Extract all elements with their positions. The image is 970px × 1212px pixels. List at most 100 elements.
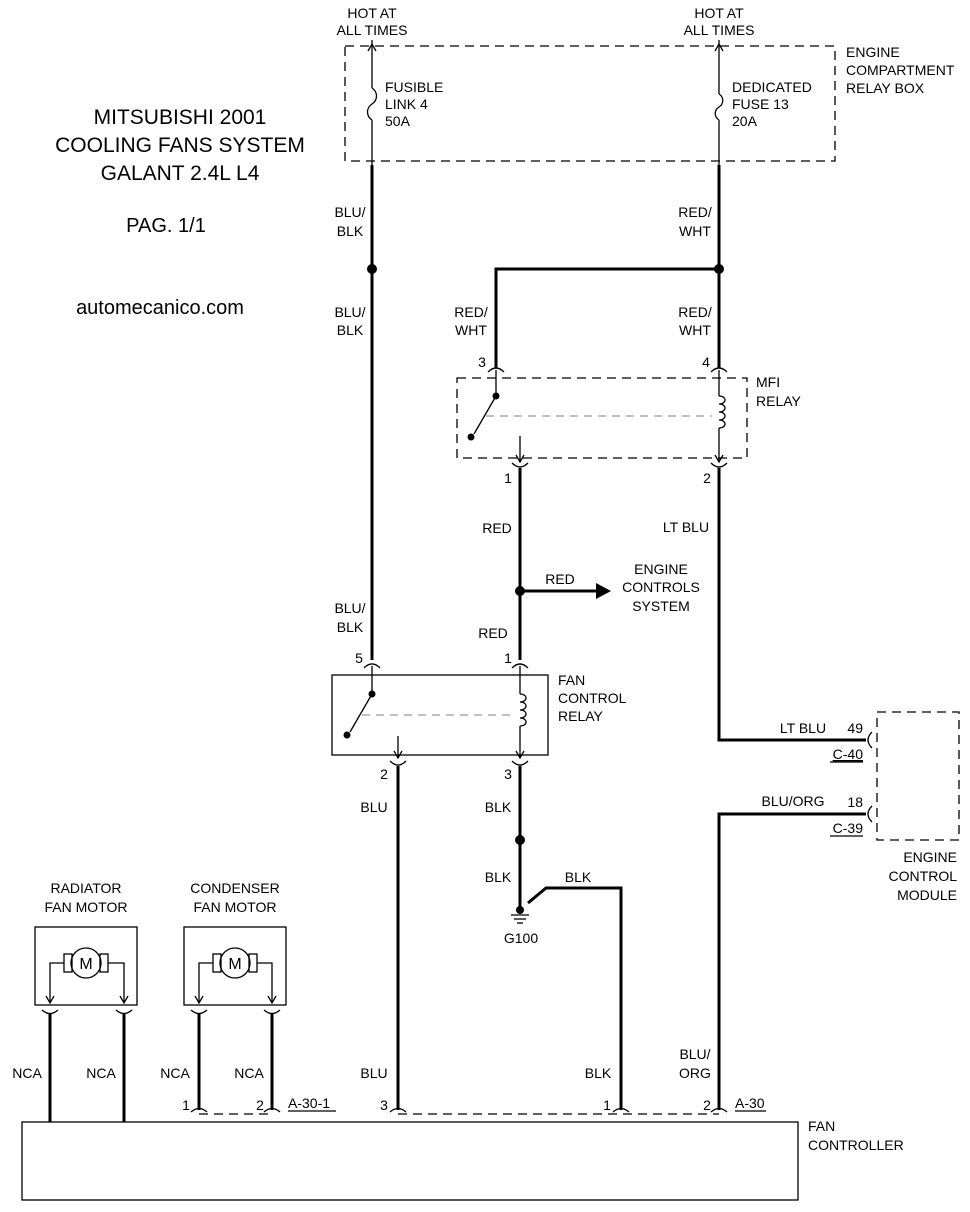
ecm-label-1: ENGINE bbox=[903, 849, 957, 865]
motor-icon bbox=[219, 947, 251, 979]
ecm-label-2: CONTROL bbox=[889, 868, 958, 884]
arrow-icon bbox=[515, 750, 525, 760]
arrow-icon bbox=[714, 42, 724, 52]
wire-blu-org: BLU/ORG BLU/ ORG bbox=[679, 793, 866, 1110]
connector-icon bbox=[389, 1107, 407, 1113]
wire-label: ORG bbox=[679, 1065, 711, 1081]
connector-icon bbox=[389, 760, 407, 766]
title-line-1: MITSUBISHI 2001 bbox=[94, 106, 267, 129]
wire-label: NCA bbox=[12, 1065, 42, 1081]
wire-label: WHT bbox=[679, 223, 711, 239]
pin-number: 1 bbox=[182, 1097, 190, 1113]
fan-controller: 1 2 A-30-1 3 1 2 A-30 FAN CONTROLLER bbox=[21, 1095, 904, 1201]
fan-controller-outline bbox=[21, 1121, 799, 1201]
engine-control-module: 49 C-40 18 C-39 ENGINE CONTROL MODULE bbox=[830, 711, 960, 903]
arrow-icon bbox=[119, 995, 129, 1005]
relay-box-label-3: RELAY BOX bbox=[846, 80, 925, 96]
connector-icon bbox=[511, 663, 529, 669]
ecm-label-3: MODULE bbox=[897, 887, 957, 903]
wire-label: RED bbox=[482, 520, 512, 536]
connector-icon bbox=[867, 805, 873, 823]
pin-number: 18 bbox=[847, 794, 863, 810]
fusible-link-icon bbox=[366, 87, 378, 121]
site-name: automecanico.com bbox=[76, 297, 244, 319]
arrow-icon bbox=[367, 42, 377, 52]
connector-icon bbox=[710, 367, 728, 373]
wire-label: BLK bbox=[485, 869, 512, 885]
relay-coil-icon bbox=[718, 395, 726, 429]
wire-label: BLU bbox=[360, 799, 387, 815]
motor-icon bbox=[70, 947, 102, 979]
wire-blu: BLU BLU bbox=[360, 766, 400, 1110]
arrow-icon bbox=[267, 995, 277, 1005]
condenser-motor-label-1: CONDENSER bbox=[190, 880, 279, 896]
hot-right-label-2: ALL TIMES bbox=[684, 22, 755, 38]
fan-controller-label-2: CONTROLLER bbox=[808, 1137, 904, 1153]
arrow-icon bbox=[194, 995, 204, 1005]
pin-number: 1 bbox=[504, 470, 512, 486]
connector-icon bbox=[41, 1009, 59, 1015]
engine-controls-label-2: CONTROLS bbox=[622, 579, 700, 595]
connector-icon bbox=[190, 1107, 208, 1113]
connector-id: C-40 bbox=[833, 746, 864, 762]
wire-label: RED/ bbox=[454, 304, 488, 320]
arrow-icon bbox=[714, 454, 724, 464]
fuse-left-label-2: LINK 4 bbox=[385, 96, 428, 112]
mfi-relay-outline bbox=[456, 377, 748, 459]
mfi-relay-label-1: MFI bbox=[756, 374, 780, 390]
wire-label: LT BLU bbox=[663, 519, 709, 535]
connector-icon bbox=[263, 1009, 281, 1015]
page-number: PAG. 1/1 bbox=[126, 215, 206, 237]
radiator-motor-label-1: RADIATOR bbox=[50, 880, 121, 896]
connector-icon bbox=[710, 1107, 728, 1113]
fuse-left-label-3: 50A bbox=[385, 113, 411, 129]
wire-label: BLU/ bbox=[334, 204, 365, 220]
pin-number: 1 bbox=[603, 1097, 611, 1113]
wire-blk-ground: BLK BLK BLK BLK G100 bbox=[485, 766, 623, 1110]
wire-label: RED bbox=[478, 625, 508, 641]
wire-label: RED/ bbox=[678, 304, 712, 320]
connector-icon bbox=[115, 1009, 133, 1015]
wire-red: RED RED RED ENGINE CONTROLS SYSTEM bbox=[478, 468, 700, 660]
switch-contact-icon bbox=[349, 693, 373, 733]
connector-icon bbox=[710, 462, 728, 468]
pin-number: 2 bbox=[380, 766, 388, 782]
wire-label: RED/ bbox=[678, 204, 712, 220]
wire-label: NCA bbox=[160, 1065, 190, 1081]
fan-relay-label-3: RELAY bbox=[558, 708, 604, 724]
connector-id: A-30-1 bbox=[288, 1095, 330, 1111]
fuse-right-label-3: 20A bbox=[732, 113, 758, 129]
wire-label: BLU/ bbox=[334, 304, 365, 320]
mfi-relay-label-2: RELAY bbox=[756, 393, 802, 409]
wire-label: NCA bbox=[86, 1065, 116, 1081]
wire-label: BLK bbox=[565, 869, 592, 885]
wire-label: LT BLU bbox=[780, 720, 826, 736]
title-line-3: GALANT 2.4L L4 bbox=[101, 162, 260, 185]
pin-number: 4 bbox=[702, 354, 710, 370]
connector-icon bbox=[190, 1009, 208, 1015]
fan-relay-label-1: FAN bbox=[558, 672, 585, 688]
connector-icon bbox=[867, 731, 873, 749]
wire-label: BLU/ bbox=[679, 1046, 710, 1062]
connector-icon bbox=[612, 1107, 630, 1113]
pin-number: 3 bbox=[504, 766, 512, 782]
relay-box-outline bbox=[344, 45, 836, 162]
radiator-motor-label-2: FAN MOTOR bbox=[45, 899, 128, 915]
splice bbox=[367, 264, 377, 274]
fuse-right-label-2: FUSE 13 bbox=[732, 96, 789, 112]
arrow-icon bbox=[393, 750, 403, 760]
motor-outline bbox=[34, 926, 138, 1006]
title-line-2: COOLING FANS SYSTEM bbox=[55, 134, 305, 157]
connector-icon bbox=[363, 663, 381, 669]
fuse-icon bbox=[714, 93, 724, 121]
ecm-outline bbox=[876, 711, 960, 841]
engine-controls-label-1: ENGINE bbox=[634, 561, 688, 577]
motor-outline bbox=[183, 926, 287, 1006]
engine-controls-label-3: SYSTEM bbox=[632, 598, 690, 614]
motor-symbol: M bbox=[228, 956, 241, 973]
pin-number: 2 bbox=[703, 470, 711, 486]
wire-label: BLU/ORG bbox=[761, 793, 824, 809]
connector-icon bbox=[263, 1107, 281, 1113]
wire-label: BLU bbox=[360, 1065, 387, 1081]
